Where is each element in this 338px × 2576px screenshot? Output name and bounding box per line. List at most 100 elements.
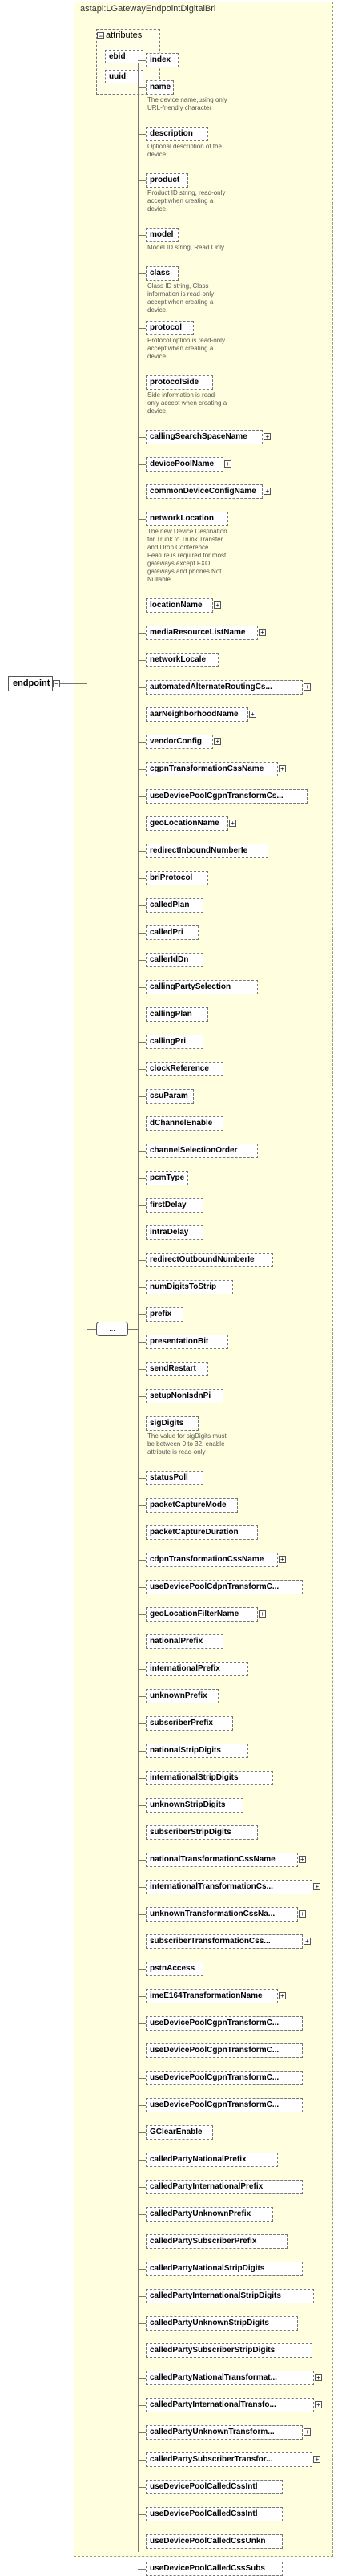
element-usedevicepoolcgpntransformc[interactable]: useDevicePoolCgpnTransformC... [146, 2098, 303, 2112]
element-subscribertransformationcss[interactable]: subscriberTransformationCss... [146, 1934, 303, 1949]
element-protocolside[interactable]: protocolSide [146, 375, 214, 390]
element-nationalstripdigits[interactable]: nationalStripDigits [146, 1744, 248, 1758]
expand-icon[interactable]: + [259, 1610, 267, 1618]
root-element-endpoint[interactable]: endpoint [8, 676, 53, 691]
element-callingsearchspacename[interactable]: callingSearchSpaceName [146, 430, 264, 444]
element-geolocationfiltername[interactable]: geoLocationFilterName [146, 1607, 259, 1622]
root-expand-toggle[interactable]: − [53, 680, 60, 687]
element-networklocale[interactable]: networkLocale [146, 653, 219, 667]
attribute-uuid[interactable]: uuid [105, 70, 143, 83]
element-calleriddn[interactable]: callerIdDn [146, 953, 203, 967]
element-calledpartyinternationalstripdigits[interactable]: calledPartyInternationalStripDigits [146, 2289, 314, 2303]
sequence-compositor[interactable]: ... [96, 1322, 128, 1336]
element-usedevicepoolcgpntransformcs[interactable]: useDevicePoolCgpnTransformCs... [146, 789, 308, 804]
element-name[interactable]: name [146, 80, 174, 95]
element-calledpartyinternationaltransfo[interactable]: calledPartyInternationalTransfo... [146, 2398, 314, 2412]
element-subscriberstripdigits[interactable]: subscriberStripDigits [146, 1825, 259, 1840]
element-usedevicepoolcalledcsssubs[interactable]: useDevicePoolCalledCssSubs [146, 2562, 284, 2576]
element-calledpartynationalprefix[interactable]: calledPartyNationalPrefix [146, 2153, 278, 2167]
element-cdpntransformationcssname[interactable]: cdpnTransformationCssName [146, 1553, 278, 1567]
expand-icon[interactable]: + [304, 683, 311, 691]
element-usedevicepoolcgpntransformc[interactable]: useDevicePoolCgpnTransformC... [146, 2016, 303, 2031]
element-model[interactable]: model [146, 228, 179, 242]
expand-icon[interactable]: + [264, 488, 272, 495]
element-aarneighborhoodname[interactable]: aarNeighborhoodName [146, 707, 248, 722]
element-usedevicepoolcalledcssunkn[interactable]: useDevicePoolCalledCssUnkn [146, 2534, 284, 2549]
element-calledplan[interactable]: calledPlan [146, 898, 203, 913]
element-csuparam[interactable]: csuParam [146, 1089, 194, 1104]
element-cgpntransformationcssname[interactable]: cgpnTransformationCssName [146, 762, 278, 776]
element-locationname[interactable]: locationName [146, 598, 214, 613]
element-internationalprefix[interactable]: internationalPrefix [146, 1662, 248, 1676]
expand-icon[interactable]: + [279, 1992, 286, 1999]
element-calledpartysubscribertransfor[interactable]: calledPartySubscriberTransfor... [146, 2452, 313, 2467]
element-subscriberprefix[interactable]: subscriberPrefix [146, 1716, 234, 1731]
element-sendrestart[interactable]: sendRestart [146, 1362, 209, 1376]
element-automatedalternateroutingcs[interactable]: automatedAlternateRoutingCs... [146, 680, 303, 695]
element-calledpartyunknownprefix[interactable]: calledPartyUnknownPrefix [146, 2207, 273, 2222]
element-geolocationname[interactable]: geoLocationName [146, 816, 228, 831]
element-callingpri[interactable]: callingPri [146, 1035, 203, 1049]
element-calledpartyunknowntransform[interactable]: calledPartyUnknownTransform... [146, 2425, 303, 2440]
element-pcmtype[interactable]: pcmType [146, 1171, 189, 1185]
element-prefix[interactable]: prefix [146, 1307, 184, 1322]
element-packetcaptureduration[interactable]: packetCaptureDuration [146, 1525, 259, 1540]
element-imee164transformationname[interactable]: imeE164TransformationName [146, 1989, 278, 2003]
element-setupnonisdnpi[interactable]: setupNonIsdnPi [146, 1389, 223, 1403]
element-devicepoolname[interactable]: devicePoolName [146, 457, 223, 472]
element-internationalstripdigits[interactable]: internationalStripDigits [146, 1771, 273, 1785]
element-channelselectionorder[interactable]: channelSelectionOrder [146, 1144, 259, 1158]
element-redirectoutboundnumberie[interactable]: redirectOutboundNumberIe [146, 1253, 273, 1267]
element-index[interactable]: index [146, 53, 179, 67]
element-networklocation[interactable]: networkLocation [146, 512, 228, 526]
element-vendorconfig[interactable]: vendorConfig [146, 735, 214, 749]
element-presentationbit[interactable]: presentationBit [146, 1335, 228, 1349]
element-protocol[interactable]: protocol [146, 321, 194, 335]
expand-icon[interactable]: + [279, 765, 286, 772]
element-firstdelay[interactable]: firstDelay [146, 1198, 203, 1213]
element-packetcapturemode[interactable]: packetCaptureMode [146, 1498, 239, 1513]
expand-icon[interactable]: + [229, 820, 236, 827]
element-callingpartyselection[interactable]: callingPartySelection [146, 980, 259, 994]
expand-icon[interactable]: + [298, 1856, 306, 1863]
element-pstnaccess[interactable]: pstnAccess [146, 1962, 203, 1976]
element-unknownstripdigits[interactable]: unknownStripDigits [146, 1798, 243, 1813]
element-unknownprefix[interactable]: unknownPrefix [146, 1689, 219, 1703]
expand-icon[interactable]: + [248, 711, 256, 718]
expand-icon[interactable]: + [259, 629, 267, 636]
expand-icon[interactable]: + [279, 1556, 286, 1563]
element-calledpri[interactable]: calledPri [146, 925, 199, 940]
element-usedevicepoolcgpntransformc[interactable]: useDevicePoolCgpnTransformC... [146, 2071, 303, 2085]
element-mediaresourcelistname[interactable]: mediaResourceListName [146, 626, 259, 640]
element-product[interactable]: product [146, 173, 189, 188]
attributes-collapse-toggle[interactable]: − [97, 32, 104, 40]
expand-icon[interactable]: + [214, 601, 222, 609]
element-calledpartynationaltransformat[interactable]: calledPartyNationalTransformat... [146, 2371, 314, 2385]
element-dchannelenable[interactable]: dChannelEnable [146, 1116, 223, 1131]
expand-icon[interactable]: + [304, 2428, 311, 2436]
expand-icon[interactable]: + [304, 1938, 311, 1945]
element-unknowntransformationcssna[interactable]: unknownTransformationCssNa... [146, 1907, 298, 1922]
element-statuspoll[interactable]: statusPoll [146, 1471, 203, 1485]
element-nationaltransformationcssname[interactable]: nationalTransformationCssName [146, 1853, 298, 1867]
expand-icon[interactable]: + [264, 433, 272, 440]
element-commondeviceconfigname[interactable]: commonDeviceConfigName [146, 484, 264, 499]
expand-icon[interactable]: + [223, 460, 231, 468]
element-calledpartynationalstripdigits[interactable]: calledPartyNationalStripDigits [146, 2262, 303, 2276]
element-class[interactable]: class [146, 266, 179, 281]
element-callingplan[interactable]: callingPlan [146, 1007, 209, 1022]
element-calledpartyinternationalprefix[interactable]: calledPartyInternationalPrefix [146, 2180, 303, 2194]
expand-icon[interactable]: + [315, 2401, 322, 2408]
element-numdigitstostrip[interactable]: numDigitsToStrip [146, 1280, 234, 1294]
element-sigdigits[interactable]: sigDigits [146, 1416, 199, 1431]
element-calledpartyunknownstripdigits[interactable]: calledPartyUnknownStripDigits [146, 2316, 298, 2331]
element-usedevicepoolcdpntransformc[interactable]: useDevicePoolCdpnTransformC... [146, 1580, 303, 1594]
expand-icon[interactable]: + [298, 1910, 306, 1918]
element-usedevicepoolcalledcssintl[interactable]: useDevicePoolCalledCssIntl [146, 2480, 284, 2494]
element-calledpartysubscriberprefix[interactable]: calledPartySubscriberPrefix [146, 2234, 288, 2249]
element-description[interactable]: description [146, 127, 209, 141]
element-calledpartysubscriberstripdigits[interactable]: calledPartySubscriberStripDigits [146, 2343, 313, 2358]
element-intradelay[interactable]: intraDelay [146, 1225, 203, 1240]
element-usedevicepoolcgpntransformc[interactable]: useDevicePoolCgpnTransformC... [146, 2043, 303, 2058]
expand-icon[interactable]: + [315, 2374, 322, 2381]
